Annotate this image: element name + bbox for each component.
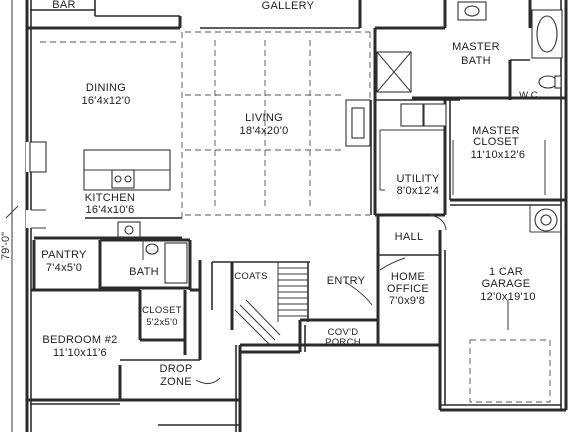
room-bath-label: BATH	[129, 266, 159, 278]
room-kitchen-label: KITCHEN	[85, 192, 135, 204]
room-master-closet-label-1: MASTER	[472, 125, 520, 137]
room-living-label: LIVING	[245, 112, 283, 124]
room-covd-porch-label-2: PORCH	[325, 337, 361, 348]
room-utility-label: UTILITY	[396, 173, 439, 185]
room-coats-label: COATS	[234, 271, 268, 282]
room-home-office-size: 7'0x9'8	[389, 295, 425, 307]
staircase	[234, 261, 310, 346]
interior-walls	[31, 1, 565, 432]
exterior-walls	[25, 0, 568, 432]
room-master-bath-label-2: BATH	[461, 55, 491, 67]
room-labels: BAR GALLERY MASTER BATH DINING 16'4x12'0…	[41, 0, 541, 388]
room-master-bath-label-1: MASTER	[452, 41, 500, 53]
room-kitchen-size: 16'4x10'6	[85, 204, 134, 216]
room-master-closet-label-2: CLOSET	[473, 136, 519, 148]
room-pantry-size: 7'4x5'0	[46, 262, 82, 274]
overall-depth-label: 79'-0"	[0, 232, 12, 260]
room-garage-label-2: GARAGE	[482, 278, 531, 290]
room-pantry-label: PANTRY	[41, 249, 87, 261]
room-master-closet-size: 11'10x12'6	[471, 149, 526, 161]
room-living-size: 18'4x20'0	[239, 125, 288, 137]
room-drop-zone-label-1: DROP	[160, 363, 193, 375]
room-garage-label-1: 1 CAR	[489, 266, 523, 278]
room-bedroom2-size: 11'10x11'6	[53, 347, 107, 359]
room-hall-label: HALL	[395, 231, 424, 243]
room-utility-size: 8'0x12'4	[397, 185, 440, 197]
room-home-office-label-1: HOME	[391, 271, 425, 283]
dimension-line: 79'-0"	[0, 0, 19, 432]
room-closet-size: 5'2x5'0	[146, 317, 178, 328]
room-home-office-label-2: OFFICE	[387, 283, 429, 295]
room-bar-label: BAR	[52, 0, 76, 11]
room-gallery-label: GALLERY	[262, 0, 315, 12]
room-closet-label: CLOSET	[142, 305, 182, 316]
room-entry-label: ENTRY	[327, 275, 366, 287]
room-covd-porch-label-1: COV'D	[328, 327, 359, 338]
room-garage-size: 12'0x19'10	[480, 291, 536, 303]
room-wc-label: W.C.	[519, 90, 541, 101]
room-dining-size: 16'4x12'0	[81, 95, 130, 107]
room-bedroom2-label: BEDROOM #2	[42, 334, 117, 346]
room-dining-label: DINING	[86, 82, 126, 94]
room-drop-zone-label-2: ZONE	[160, 376, 192, 388]
